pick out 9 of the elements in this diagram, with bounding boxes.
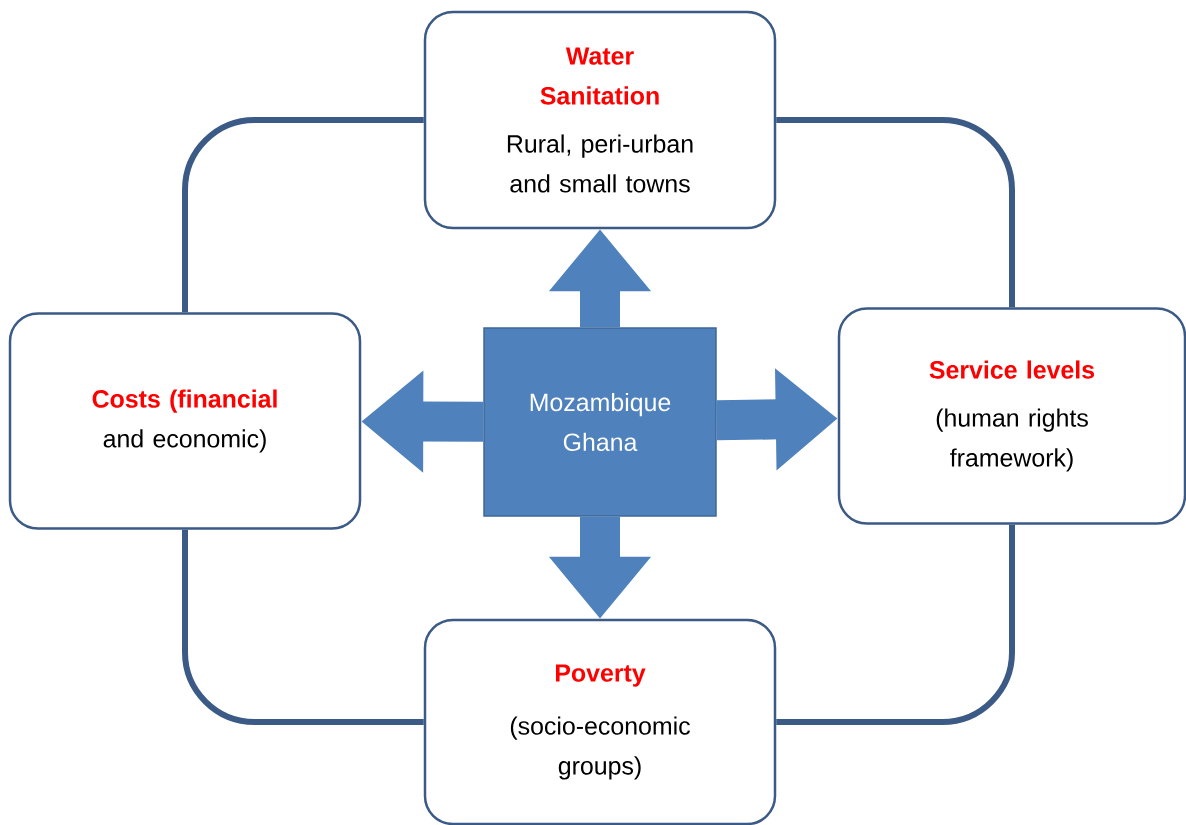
connector-line (776, 117, 1015, 308)
connector-line (182, 529, 424, 725)
center-square: Mozambique Ghana (483, 327, 717, 517)
rounded-box: Water Sanitation Rural, peri-urban and small towns (423, 10, 777, 230)
connector-line (776, 524, 1015, 725)
rounded-box: Service levels (human rights framework) (837, 307, 1186, 525)
rounded-box: Poverty (socio-economic groups) (423, 618, 777, 825)
rounded-box: Costs (financial and economic) (8, 312, 362, 530)
connector-line (182, 117, 424, 313)
